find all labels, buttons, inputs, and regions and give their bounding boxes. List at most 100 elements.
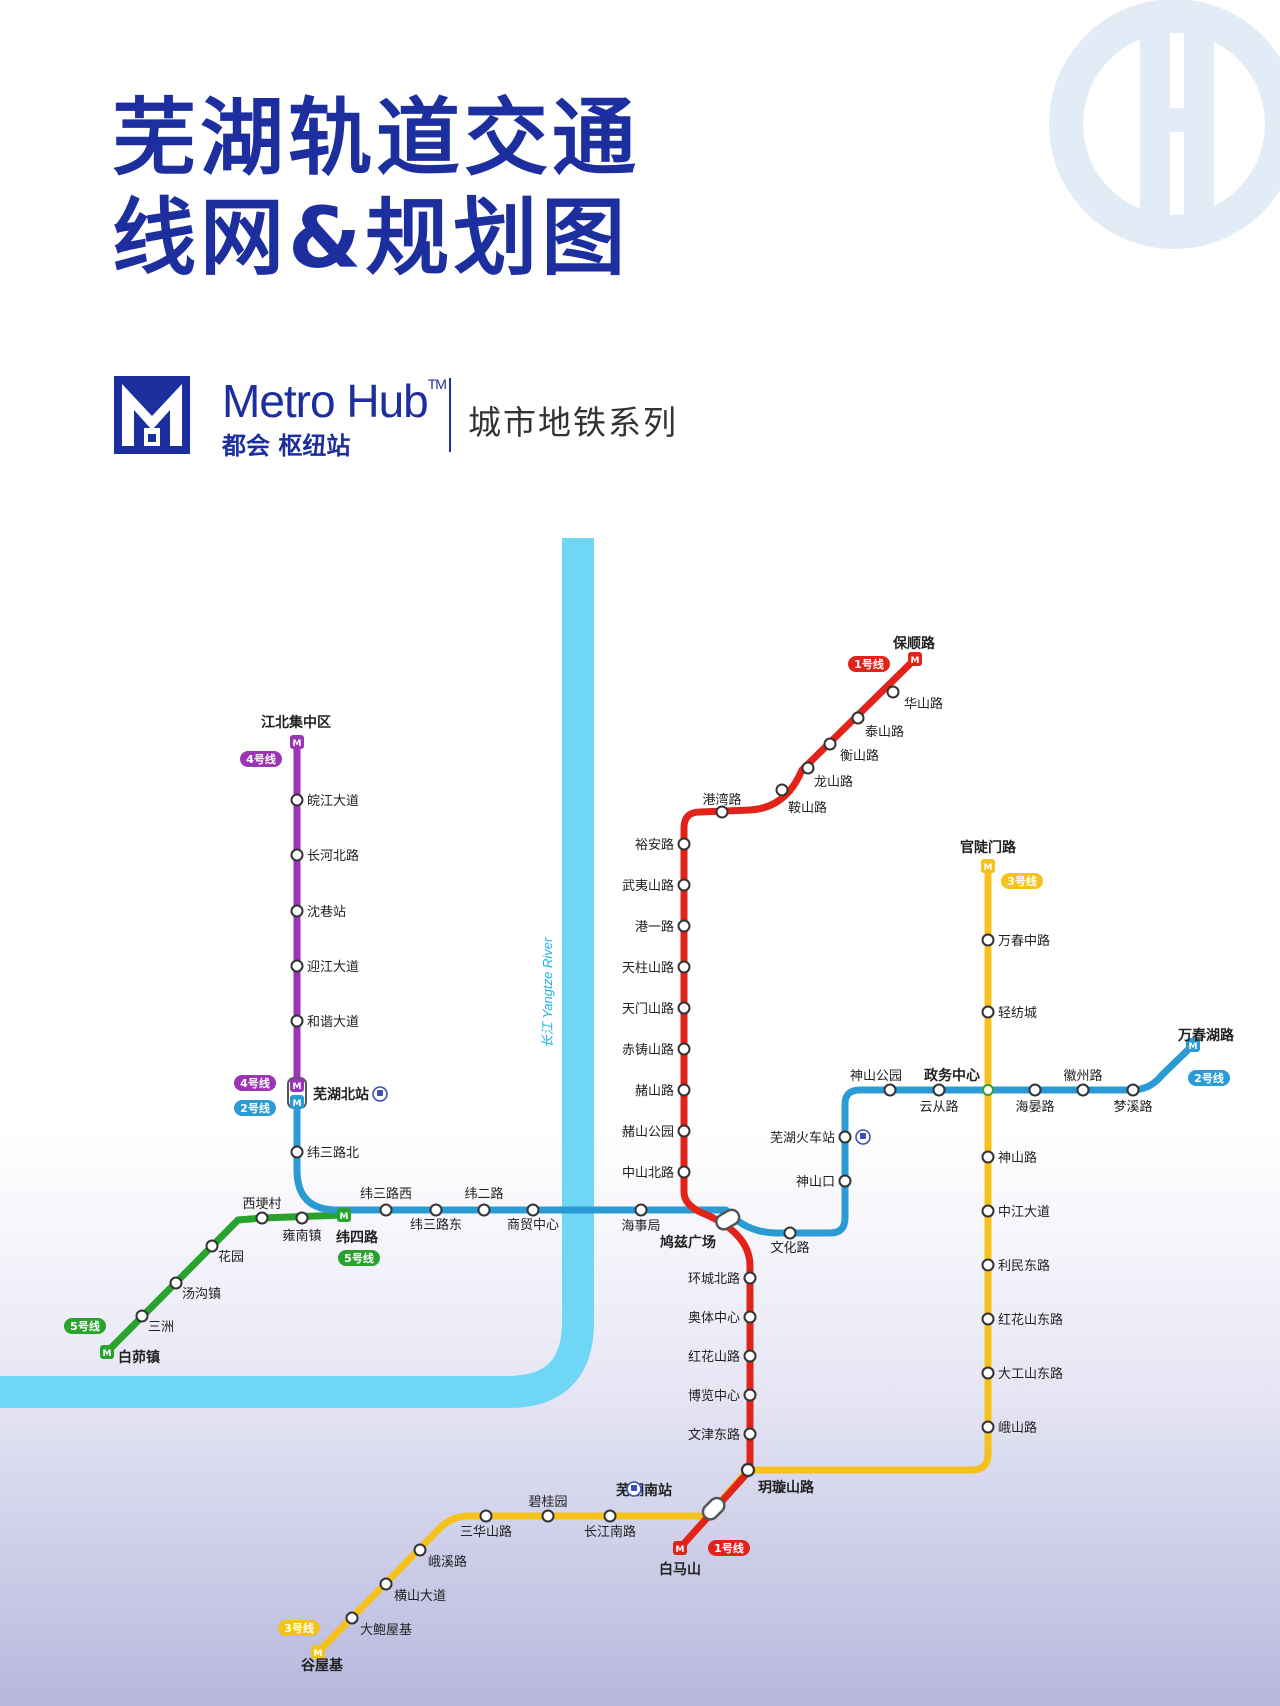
station-神山口[interactable] [838, 1174, 852, 1188]
station-港湾路[interactable] [715, 805, 729, 819]
svg-text:1号线: 1号线 [854, 657, 884, 671]
terminal-万春湖路[interactable]: M [1186, 1038, 1200, 1052]
station-港一路[interactable] [677, 919, 691, 933]
svg-text:2号线: 2号线 [240, 1101, 270, 1115]
terminal-江北集中区[interactable]: M [290, 735, 304, 749]
badge-line3-south: 3号线 [278, 1620, 320, 1636]
label-l3-中江大道: 中江大道 [998, 1205, 1050, 1220]
label-l5-花园: 花园 [218, 1249, 244, 1265]
station-博览中心[interactable] [743, 1388, 757, 1402]
station-环城北路[interactable] [743, 1271, 757, 1285]
interchange-jiuzi-square [715, 1208, 741, 1231]
label-l3-三华山路: 三华山路 [460, 1524, 512, 1540]
terminal-谷屋基[interactable]: M [311, 1645, 325, 1659]
brand-chinese-name: 都会 枢纽站 [222, 432, 351, 460]
station-大工山东路[interactable] [981, 1366, 995, 1380]
terminal-白茆镇[interactable]: M [100, 1345, 114, 1359]
station-利民东路[interactable] [981, 1258, 995, 1272]
station-玥璇山路[interactable] [740, 1462, 756, 1478]
station-大鲍屋基[interactable] [345, 1611, 359, 1625]
station-纬二路[interactable] [477, 1203, 491, 1217]
wuhu-railway-train-station-icon [855, 1129, 871, 1145]
station-赭山路[interactable] [677, 1083, 691, 1097]
station-中山北路[interactable] [677, 1165, 691, 1179]
station-徽州路[interactable] [1076, 1083, 1090, 1097]
label-l1-芜湖南站: 芜湖南站 [616, 1482, 672, 1499]
station-华山路[interactable] [886, 685, 900, 699]
label-l3-轻纺城: 轻纺城 [998, 1006, 1037, 1021]
badge-line5-west: 5号线 [64, 1318, 106, 1334]
label-l1-赤铸山路: 赤铸山路 [622, 1042, 674, 1058]
station-纬三路东[interactable] [429, 1203, 443, 1217]
station-文津东路[interactable] [743, 1427, 757, 1441]
label-l5-白茆镇: 白茆镇 [118, 1349, 160, 1366]
station-花园[interactable] [205, 1239, 219, 1253]
line2-path [293, 1042, 1196, 1237]
station-碧桂园[interactable] [541, 1509, 555, 1523]
station-峨山路[interactable] [981, 1420, 995, 1434]
svg-text:M: M [911, 656, 920, 666]
station-文化路[interactable] [783, 1226, 797, 1240]
station-赤铸山路[interactable] [677, 1042, 691, 1056]
terminal-官陡门路[interactable]: M [981, 859, 995, 873]
station-红花山路[interactable] [743, 1349, 757, 1363]
terminal-白马山[interactable]: M [673, 1541, 687, 1555]
station-海事局[interactable] [634, 1203, 648, 1217]
station-三华山路[interactable] [479, 1509, 493, 1523]
station-峨溪路[interactable] [413, 1543, 427, 1557]
station-商贸中心[interactable] [526, 1203, 540, 1217]
station-沈巷站[interactable] [290, 904, 304, 918]
station-红花山东路[interactable] [981, 1312, 995, 1326]
label-l1-鸠兹广场: 鸠兹广场 [660, 1234, 716, 1251]
station-纬三路西[interactable] [379, 1203, 393, 1217]
terminal-保顺路[interactable]: M [908, 652, 922, 666]
station-海晏路[interactable] [1028, 1083, 1042, 1097]
station-梦溪路[interactable] [1126, 1083, 1140, 1097]
station-纬三路北[interactable] [290, 1145, 304, 1159]
svg-text:3号线: 3号线 [1007, 874, 1037, 888]
station-云从路[interactable] [932, 1083, 946, 1097]
terminal-纬四路[interactable]: M [337, 1208, 351, 1222]
station-天柱山路[interactable] [677, 960, 691, 974]
station-横山大道[interactable] [379, 1577, 393, 1591]
label-l1-泰山路: 泰山路 [865, 724, 904, 740]
label-l4-江北集中区: 江北集中区 [261, 714, 331, 731]
station-迎江大道[interactable] [290, 959, 304, 973]
station-长江南路[interactable] [603, 1509, 617, 1523]
label-l3-峨山路: 峨山路 [998, 1420, 1037, 1436]
station-衡山路[interactable] [823, 737, 837, 751]
label-l2-芜湖火车站: 芜湖火车站 [770, 1130, 835, 1146]
station-三洲[interactable] [135, 1309, 149, 1323]
station-天门山路[interactable] [677, 1001, 691, 1015]
corner-watermark-logo-icon [1049, 0, 1280, 249]
station-奥体中心[interactable] [743, 1310, 757, 1324]
terminal-芜湖北站-line4[interactable]: M [290, 1078, 304, 1092]
station-泰山路[interactable] [851, 711, 865, 725]
station-神山路[interactable] [981, 1150, 995, 1164]
station-万春中路[interactable] [981, 933, 995, 947]
station-神山公园[interactable] [883, 1083, 897, 1097]
label-l4-和谐大道: 和谐大道 [307, 1015, 359, 1030]
label-l3-横山大道: 横山大道 [394, 1589, 446, 1604]
label-l1-奥体中心: 奥体中心 [688, 1311, 740, 1326]
brand-name: Metro HubTM [222, 374, 447, 428]
station-长河北路[interactable] [290, 848, 304, 862]
label-l2-云从路: 云从路 [919, 1099, 958, 1115]
station-赭山公园[interactable] [677, 1124, 691, 1138]
station-雍南镇[interactable] [295, 1211, 309, 1225]
station-政务中心-interchange[interactable] [982, 1084, 994, 1096]
station-西埂村[interactable] [255, 1211, 269, 1225]
station-轻纺城[interactable] [981, 1005, 995, 1019]
station-汤沟镇[interactable] [169, 1276, 183, 1290]
station-芜湖火车站[interactable] [838, 1130, 852, 1144]
station-中江大道[interactable] [981, 1204, 995, 1218]
station-裕安路[interactable] [677, 837, 691, 851]
station-和谐大道[interactable] [290, 1014, 304, 1028]
terminal-芜湖北站-line2[interactable]: M [290, 1095, 304, 1109]
metro-hub-logo-icon [114, 376, 190, 454]
station-龙山路[interactable] [801, 761, 815, 775]
station-武夷山路[interactable] [677, 878, 691, 892]
station-皖江大道[interactable] [290, 793, 304, 807]
interchange-wuhu-south-station [701, 1496, 726, 1521]
station-鞍山路[interactable] [775, 783, 789, 797]
